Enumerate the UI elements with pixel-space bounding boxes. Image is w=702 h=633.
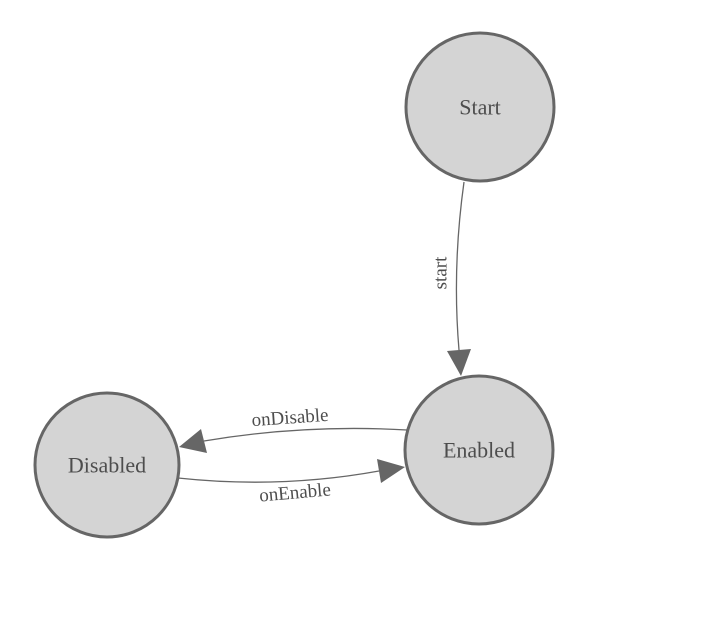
- node-start-circle[interactable]: [404, 31, 556, 183]
- arrowhead-disabled-to-enabled: [377, 459, 405, 483]
- edge-label-start: start: [431, 256, 452, 289]
- edge-label-ondisable: onDisable: [251, 405, 329, 431]
- arrowhead-start-to-enabled: [447, 349, 471, 376]
- node-start-label: Start: [459, 95, 501, 120]
- edge-start-to-enabled: [455, 181, 465, 351]
- edge-disabled-to-enabled: [177, 470, 380, 483]
- arrowhead-enabled-to-disabled: [179, 429, 207, 453]
- node-disabled-circle[interactable]: [33, 391, 181, 539]
- node-enabled-circle[interactable]: [403, 374, 555, 526]
- node-disabled[interactable]: Disabled: [33, 391, 181, 539]
- node-disabled-label: Disabled: [68, 453, 146, 478]
- node-enabled-label: Enabled: [443, 438, 515, 463]
- node-start[interactable]: Start: [404, 31, 556, 183]
- node-enabled[interactable]: Enabled: [403, 374, 555, 526]
- edge-enabled-to-disabled: [203, 427, 408, 442]
- edge-label-onenable: onEnable: [258, 479, 331, 506]
